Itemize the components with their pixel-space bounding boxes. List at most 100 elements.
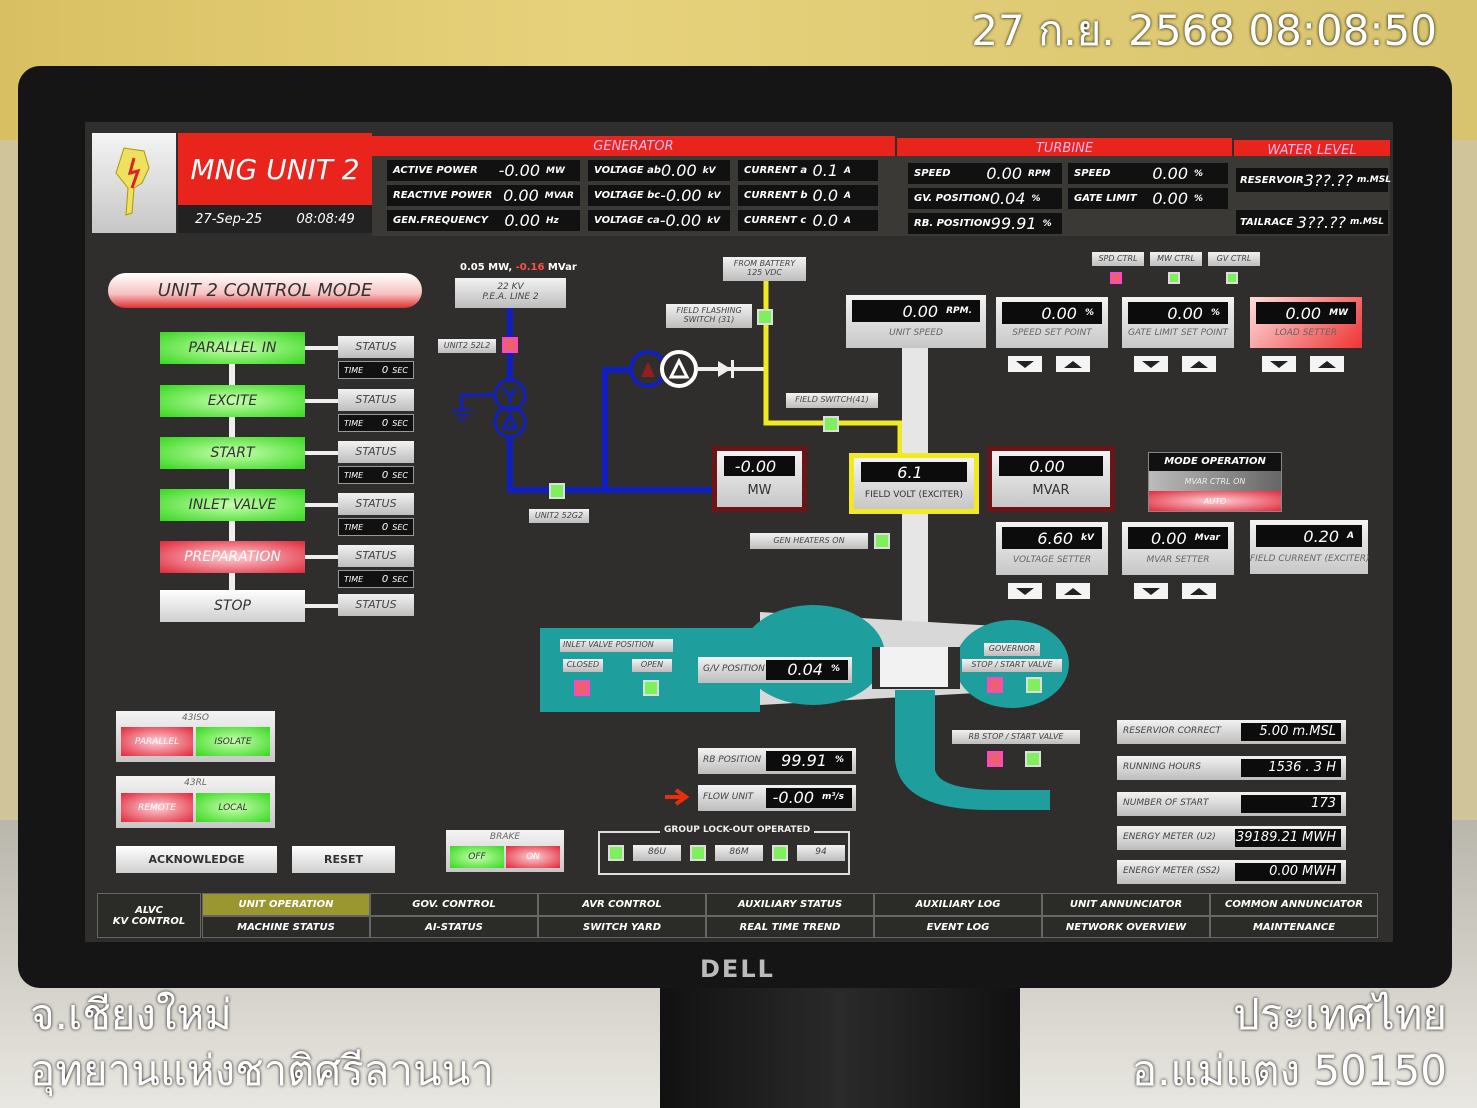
- closed-label: CLOSED: [563, 659, 603, 672]
- load-setter-decrease-button[interactable]: [1262, 356, 1296, 372]
- reading-label: GV. POSITION: [914, 193, 990, 204]
- mvar-ctrl-button[interactable]: MVAR CTRL ON: [1149, 471, 1281, 491]
- parallel-button[interactable]: PARALLEL: [121, 727, 193, 756]
- watermark-place: อุทยานแห่งชาติศรีลานนา: [30, 1046, 494, 1095]
- field-switch-lamp[interactable]: [823, 416, 839, 432]
- nav-tab-unit-annunciator[interactable]: UNIT ANNUNCIATOR: [1042, 893, 1210, 916]
- acknowledge-button[interactable]: ACKNOWLEDGE: [116, 846, 277, 873]
- lockout-label: 94: [797, 845, 845, 861]
- brake-off-button[interactable]: OFF: [450, 846, 504, 868]
- reset-button[interactable]: RESET: [292, 846, 395, 873]
- reading-value: -0.00: [660, 186, 702, 205]
- mvar-increase-button[interactable]: [1182, 583, 1216, 599]
- gov-valve-open-lamp[interactable]: [1026, 677, 1042, 693]
- isolate-button[interactable]: ISOLATE: [196, 727, 270, 756]
- auto-button[interactable]: AUTO: [1149, 491, 1281, 511]
- inlet-closed-lamp[interactable]: [574, 680, 590, 696]
- time-unit: SEC: [392, 522, 408, 532]
- reading-value: 0.0: [812, 186, 838, 205]
- nav-tab-auxiliary-status[interactable]: AUXILIARY STATUS: [706, 893, 874, 916]
- nav-tab-real-time-trend[interactable]: REAL TIME TREND: [706, 916, 874, 938]
- inlet-open-lamp[interactable]: [643, 680, 659, 696]
- nav-tab-avr-control[interactable]: AVR CONTROL: [538, 893, 706, 916]
- ground-lead: [460, 393, 495, 410]
- nav-tab-auxiliary-log[interactable]: AUXILIARY LOG: [874, 893, 1042, 916]
- lockout-title: GROUP LOCK-OUT OPERATED: [660, 825, 815, 835]
- time-value: 0: [381, 469, 389, 481]
- voltage-decrease-button[interactable]: [1008, 583, 1042, 599]
- rb-valve-closed-lamp[interactable]: [987, 751, 1003, 767]
- gv-readout: 0.04%: [766, 660, 848, 680]
- setter-label: FIELD CURRENT (EXCITER): [1250, 554, 1370, 564]
- info-label: ENERGY METER (SS2): [1123, 866, 1221, 877]
- remote-button[interactable]: REMOTE: [121, 793, 193, 822]
- watermark-country: ประเทศไทย: [1233, 990, 1447, 1039]
- speed-set-setter: 0.00%SPEED SET POINT: [996, 297, 1108, 348]
- gate-limit-decrease-button[interactable]: [1134, 356, 1168, 372]
- nav-tab-switch-yard[interactable]: SWITCH YARD: [538, 916, 706, 938]
- rb-valve-open-lamp[interactable]: [1025, 751, 1041, 767]
- reading-value: 0.00: [1152, 189, 1188, 208]
- step-preparation-button[interactable]: PREPARATION: [160, 541, 305, 573]
- local-button[interactable]: LOCAL: [196, 793, 270, 822]
- breaker-52l2-lamp[interactable]: [502, 337, 518, 353]
- time-unit: SEC: [392, 470, 408, 480]
- flow-unit: m³/s: [822, 792, 844, 803]
- speed-set-decrease-button[interactable]: [1008, 356, 1042, 372]
- step-stop-button[interactable]: STOP: [160, 590, 305, 622]
- voltage-increase-button[interactable]: [1056, 583, 1090, 599]
- nav-tab-machine-status[interactable]: MACHINE STATUS: [202, 916, 370, 938]
- load-setter-increase-button[interactable]: [1310, 356, 1344, 372]
- reading-unit: m.MSL: [1356, 175, 1391, 185]
- time-value: 0: [381, 417, 389, 429]
- reading-value: 0.00: [503, 186, 539, 205]
- gen-heaters-lamp[interactable]: [874, 533, 890, 549]
- time-label: TIME: [344, 418, 364, 428]
- brake-on-button[interactable]: ON: [506, 846, 560, 868]
- field-flashing-lamp[interactable]: [757, 309, 773, 325]
- nav-tab-event-log[interactable]: EVENT LOG: [874, 916, 1042, 938]
- rb-unit: %: [834, 755, 844, 766]
- nav-tab-network-overview[interactable]: NETWORK OVERVIEW: [1042, 916, 1210, 938]
- arrow-down-icon: [1142, 360, 1160, 368]
- line-power-readout: 0.05 MW, -0.16 MVar: [460, 262, 577, 273]
- step-inlet-valve-button[interactable]: INLET VALVE: [160, 489, 305, 521]
- nav-tab-ai-status[interactable]: AI-STATUS: [370, 916, 538, 938]
- speed-set-increase-button[interactable]: [1056, 356, 1090, 372]
- rb-stop-start-label: RB STOP / START VALVE: [952, 730, 1080, 744]
- step-excite-button[interactable]: EXCITE: [160, 385, 305, 417]
- mvar-decrease-button[interactable]: [1134, 583, 1168, 599]
- step-parallel-in-button[interactable]: PARALLEL IN: [160, 332, 305, 364]
- nav-tab-common-annunciator[interactable]: COMMON ANNUNCIATOR: [1210, 893, 1378, 916]
- gate-limit-increase-button[interactable]: [1182, 356, 1216, 372]
- open-label: OPEN: [632, 659, 672, 672]
- breaker-52g2-lamp[interactable]: [549, 483, 565, 499]
- nav-tab-gov-control[interactable]: GOV. CONTROL: [370, 893, 538, 916]
- nav-tab-unit-operation[interactable]: UNIT OPERATION: [202, 893, 370, 916]
- setter-label: UNIT SPEED: [889, 328, 943, 338]
- time-label: TIME: [344, 470, 364, 480]
- mvar-label: MVAR: [1032, 483, 1070, 498]
- setter-value: 0.00: [1285, 303, 1322, 323]
- step-connector: [305, 451, 338, 455]
- time-label: TIME: [344, 365, 364, 375]
- nav-tab-maintenance[interactable]: MAINTENANCE: [1210, 916, 1378, 938]
- gv-ctrl-tag: GV CTRL: [1208, 252, 1260, 266]
- step-start-button[interactable]: START: [160, 437, 305, 469]
- rl-switch-panel: 43RL REMOTE LOCAL: [116, 776, 275, 828]
- gov-valve-closed-lamp[interactable]: [987, 677, 1003, 693]
- arrow-up-icon: [1064, 360, 1082, 368]
